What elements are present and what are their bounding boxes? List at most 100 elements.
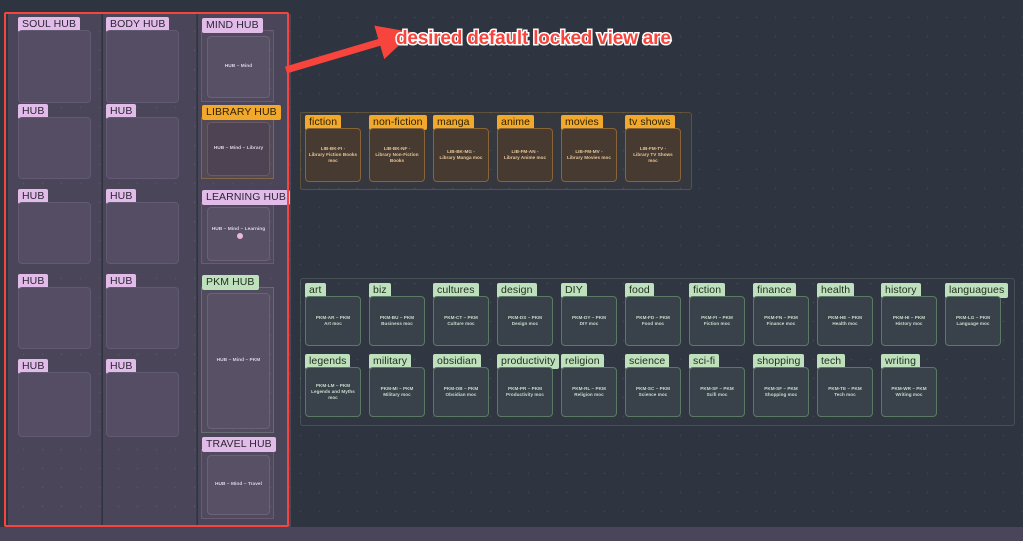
node-hub-mind-pkm[interactable]: HUB – Mind – PKM <box>207 293 270 429</box>
node-pkm-card[interactable]: PKM-OB – PKM Obsidian moc <box>433 367 489 417</box>
group-label-body-hub: BODY HUB <box>106 17 170 32</box>
hub-slot[interactable] <box>18 287 91 349</box>
group-library-hub[interactable]: LIBRARY HUB HUB – Mind – Library <box>201 105 281 179</box>
node-pkm-card[interactable]: PKM-TE – PKM Tech moc <box>817 367 873 417</box>
node-library-card[interactable]: LIB-BK-MG - Library Manga moc <box>433 128 489 182</box>
hub-slot[interactable] <box>106 202 179 264</box>
group-label-hub: HUB <box>106 274 137 289</box>
node-code: PKM-LM – PKM <box>315 382 351 388</box>
group-library-movies[interactable]: movies LIB-FM-MV - Library Movies moc <box>561 115 617 182</box>
node-hub-mind[interactable]: HUB – Mind <box>207 36 270 98</box>
node-pkm-card[interactable]: PKM-AR – PKM Art moc <box>305 296 361 346</box>
column-seam <box>101 14 102 526</box>
node-code: PKM-FI – PKM <box>701 314 733 320</box>
group-pkm-religion[interactable]: religion PKM-RL – PKM Religion moc <box>561 354 617 417</box>
group-body-hub[interactable]: BODY HUB <box>106 17 179 103</box>
group-label-hub: HUB <box>106 104 137 119</box>
node-pkm-card[interactable]: PKM-SF – PKM Scifi moc <box>689 367 745 417</box>
node-library-card[interactable]: LIB-BK-NF - Library Non-Fiction Books <box>369 128 425 182</box>
group-pkm-history[interactable]: history PKM-HI – PKM History moc <box>881 283 937 346</box>
group-pkm-tech[interactable]: tech PKM-TE – PKM Tech moc <box>817 354 873 417</box>
group-label-soul-hub: SOUL HUB <box>18 17 81 32</box>
node-pkm-card[interactable]: PKM-SF – PKM Shopping moc <box>753 367 809 417</box>
node-pkm-card[interactable]: PKM-LM – PKM Legends and Myths moc <box>305 367 361 417</box>
group-body-sub-4[interactable]: HUB <box>106 359 179 437</box>
node-pkm-card[interactable]: PKM-RL – PKM Religion moc <box>561 367 617 417</box>
node-pkm-card[interactable]: PKM-FI – PKM Fiction moc <box>689 296 745 346</box>
hub-slot[interactable] <box>106 117 179 179</box>
hub-slot[interactable] <box>18 30 91 103</box>
node-pkm-card[interactable]: PKM-DS – PKM Design moc <box>497 296 553 346</box>
hub-slot[interactable] <box>106 287 179 349</box>
node-pkm-card[interactable]: PKM-SC – PKM Science moc <box>625 367 681 417</box>
group-pkm-art[interactable]: art PKM-AR – PKM Art moc <box>305 283 361 346</box>
node-pkm-card[interactable]: PKM-FN – PKM Finance moc <box>753 296 809 346</box>
node-code: PKM-HI – PKM <box>892 314 926 320</box>
node-code: LIB-BK-NF - <box>383 145 411 151</box>
group-library-tv-shows[interactable]: tv shows LIB-FM-TV - Library TV Shows mo… <box>625 115 681 182</box>
group-body-sub-1[interactable]: HUB <box>106 104 179 179</box>
group-pkm-finance[interactable]: finance PKM-FN – PKM Finance moc <box>753 283 809 346</box>
group-body-sub-2[interactable]: HUB <box>106 189 179 264</box>
group-travel-hub[interactable]: TRAVEL HUB HUB – Mind – Travel <box>201 437 276 519</box>
node-library-card[interactable]: LIB-BK-FI - Library Fiction Books moc <box>305 128 361 182</box>
group-pkm-diy[interactable]: DIY PKM-DY – PKM DIY moc <box>561 283 617 346</box>
group-pkm-languagues[interactable]: languagues PKM-LG – PKM Language moc <box>945 283 1009 346</box>
group-pkm-military[interactable]: military PKM-MI – PKM Military moc <box>369 354 425 417</box>
node-pkm-card[interactable]: PKM-LG – PKM Language moc <box>945 296 1001 346</box>
group-label-art: art <box>305 283 326 298</box>
group-soul-sub-3[interactable]: HUB <box>18 274 91 349</box>
group-pkm-obsidian[interactable]: obsidian PKM-OB – PKM Obsidian moc <box>433 354 489 417</box>
group-pkm-fiction[interactable]: fiction PKM-FI – PKM Fiction moc <box>689 283 745 346</box>
group-pkm-cultures[interactable]: cultures PKM-CT – PKM Culture moc <box>433 283 489 346</box>
hub-slot[interactable] <box>106 30 179 103</box>
group-learning-hub[interactable]: LEARNING HUB HUB – Mind – Learning <box>201 190 290 264</box>
hub-slot[interactable] <box>106 372 179 437</box>
node-hub-mind-learning[interactable]: HUB – Mind – Learning <box>207 207 270 261</box>
group-pkm-shopping[interactable]: shopping PKM-SF – PKM Shopping moc <box>753 354 809 417</box>
group-pkm-writing[interactable]: writing PKM-WR – PKM Writing moc <box>881 354 937 417</box>
hub-slot[interactable] <box>18 202 91 264</box>
group-pkm-biz[interactable]: biz PKM-BU – PKM Business moc <box>369 283 425 346</box>
node-pkm-card[interactable]: PKM-BU – PKM Business moc <box>369 296 425 346</box>
group-library-manga[interactable]: manga LIB-BK-MG - Library Manga moc <box>433 115 489 182</box>
hub-slot[interactable] <box>18 372 91 437</box>
node-title: Library TV Shows moc <box>633 151 673 164</box>
node-title: HUB – Mind – Travel <box>214 481 263 487</box>
node-pkm-card[interactable]: PKM-HE – PKM Health moc <box>817 296 873 346</box>
group-pkm-health[interactable]: health PKM-HE – PKM Health moc <box>817 283 873 346</box>
node-pkm-card[interactable]: PKM-DY – PKM DIY moc <box>561 296 617 346</box>
group-pkm-food[interactable]: food PKM-FD – PKM Food moc <box>625 283 681 346</box>
node-pkm-card[interactable]: PKM-MI – PKM Military moc <box>369 367 425 417</box>
node-hub-mind-library[interactable]: HUB – Mind – Library <box>207 122 270 176</box>
hub-slot[interactable] <box>18 117 91 179</box>
group-mind-hub[interactable]: MIND HUB HUB – Mind <box>201 18 274 102</box>
group-soul-sub-1[interactable]: HUB <box>18 104 91 179</box>
group-soul-sub-2[interactable]: HUB <box>18 189 91 264</box>
node-pkm-card[interactable]: PKM-WR – PKM Writing moc <box>881 367 937 417</box>
group-library-anime[interactable]: anime LIB-FM-AN - Library Anime moc <box>497 115 553 182</box>
group-library-non-fiction[interactable]: non-fiction LIB-BK-NF - Library Non-Fict… <box>369 115 427 182</box>
group-library-fiction[interactable]: fiction LIB-BK-FI - Library Fiction Book… <box>305 115 361 182</box>
group-pkm-hub[interactable]: PKM HUB HUB – Mind – PKM <box>201 275 274 433</box>
pkm-container[interactable] <box>300 278 1015 426</box>
group-label-hub: HUB <box>18 189 49 204</box>
group-pkm-design[interactable]: design PKM-DS – PKM Design moc <box>497 283 553 346</box>
node-library-card[interactable]: LIB-FM-TV - Library TV Shows moc <box>625 128 681 182</box>
node-library-card[interactable]: LIB-FM-MV - Library Movies moc <box>561 128 617 182</box>
node-pkm-card[interactable]: PKM-PR – PKM Productivity moc <box>497 367 553 417</box>
node-code: PKM-TE – PKM <box>828 385 862 391</box>
node-pkm-card[interactable]: PKM-HI – PKM History moc <box>881 296 937 346</box>
group-soul-sub-4[interactable]: HUB <box>18 359 91 437</box>
group-pkm-sci-fi[interactable]: sci-fi PKM-SF – PKM Scifi moc <box>689 354 745 417</box>
group-body-sub-3[interactable]: HUB <box>106 274 179 349</box>
node-pkm-card[interactable]: PKM-CT – PKM Culture moc <box>433 296 489 346</box>
node-pkm-card[interactable]: PKM-FD – PKM Food moc <box>625 296 681 346</box>
group-pkm-science[interactable]: science PKM-SC – PKM Science moc <box>625 354 681 417</box>
node-hub-mind-travel[interactable]: HUB – Mind – Travel <box>207 455 270 515</box>
node-library-card[interactable]: LIB-FM-AN - Library Anime moc <box>497 128 553 182</box>
group-soul-hub[interactable]: SOUL HUB <box>18 17 91 103</box>
group-pkm-legends[interactable]: legends PKM-LM – PKM Legends and Myths m… <box>305 354 361 417</box>
group-pkm-productivity[interactable]: productivity PKM-PR – PKM Productivity m… <box>497 354 560 417</box>
